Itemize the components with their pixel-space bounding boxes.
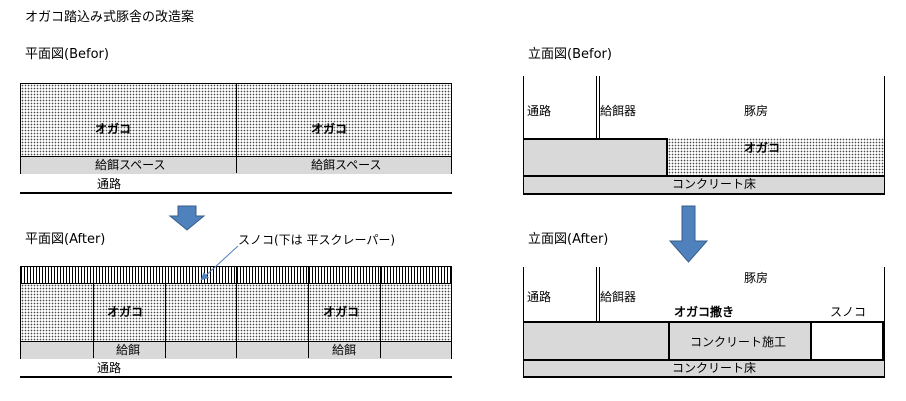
divider [236,267,237,358]
feeder-wall [596,76,597,138]
divider [308,267,309,358]
ogako-label: オガコ [744,141,781,155]
floor-baseline [523,193,885,195]
feeder-wall [599,76,600,138]
feed-space-label: 給餌スペース [95,158,166,172]
feeder-label: 給餌 [332,343,357,357]
pen-label: オガコ [323,305,360,319]
divider [236,156,237,173]
floor-label: コンクリート床 [672,177,757,191]
callout-leader-line [200,245,239,281]
pen-label: 豚房 [744,271,769,285]
pen-label: オガコ [95,122,132,136]
elev-after-right-wall [884,267,885,378]
feeder-wall [599,267,600,323]
feeder-label: 給餌器 [600,104,637,118]
feeder-label: 給餌器 [600,290,637,304]
aisle-label: 通路 [527,104,552,118]
pen-label: 豚房 [744,104,769,118]
concrete-floor [524,359,884,377]
feeder-wall [596,267,597,323]
pen-label: オガコ [311,122,348,136]
floor-label: コンクリート床 [672,361,757,375]
elev-after-left-wall [523,267,524,378]
plan-after-heading: 平面図(After) [25,232,106,247]
plan-before-outline: オガコ オガコ 給餌スペース 給餌スペース [20,83,452,174]
concrete-work-label: コンクリート施工 [690,335,787,349]
down-arrow-icon [668,205,709,263]
ogako-bed [668,138,884,175]
plan-before-heading: 平面図(Befor) [25,47,109,62]
divider [380,267,381,358]
slat-callout-label: スノコ(下は 平スクレーパー) [238,233,396,247]
divider [165,267,166,358]
ogako-spread-label: オガコ撒き [674,305,735,319]
floor-baseline [523,376,885,378]
new-concrete-block [668,321,812,360]
slat-pit [812,321,884,360]
aisle-label: 通路 [97,361,122,375]
pen-label: オガコ [107,305,144,319]
elev-before-left-wall [523,76,524,194]
down-arrow-icon [168,205,206,231]
plan-after-outline: オガコ オガコ 給餌 給餌 [20,266,452,359]
divider [93,267,94,358]
aisle-line [20,376,452,378]
plan-before-pen-right [237,84,451,156]
feeder-label: 給餌 [116,343,141,357]
diagram-title: オガコ踏込み式豚舎の改造案 [25,10,195,25]
concrete-floor [524,175,884,193]
slat-label: スノコ [830,305,867,319]
elev-after-heading: 立面図(After) [528,232,609,247]
aisle-label: 通路 [527,290,552,304]
feed-space-label: 給餌スペース [311,158,382,172]
raised-concrete [524,138,668,175]
elev-before-heading: 立面図(Befor) [528,47,612,62]
plan-before-pen-left [21,84,237,156]
elev-before-right-wall [884,76,885,194]
aisle-line [20,192,452,194]
aisle-label: 通路 [97,177,122,191]
